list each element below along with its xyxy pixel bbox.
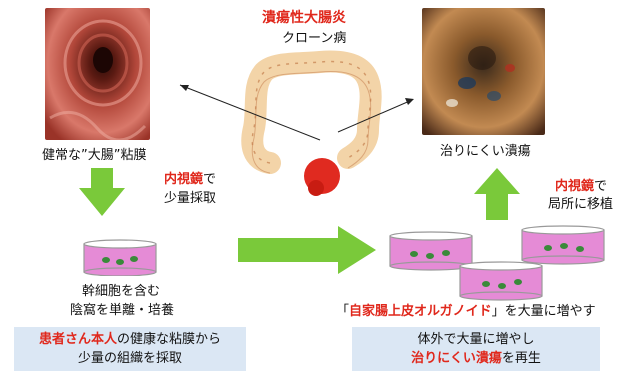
down-arrow [77, 168, 127, 218]
organoid-label-red: 自家腸上皮オルガノイド [349, 304, 492, 319]
endoscope-left-line1: 内視鏡で [164, 171, 216, 188]
summary-right-rest: を再生 [502, 351, 541, 366]
healthy-mucosa-label: 健常な”大腸”粘膜 [42, 147, 146, 164]
organoid-label-pre: 「 [336, 304, 349, 319]
summary-left-rest: の健康な粘膜から [117, 332, 221, 347]
endoscope-right-red: 内視鏡 [555, 179, 594, 194]
summary-right-line2: 治りにくい潰瘍を再生 [352, 350, 600, 367]
organoid-label: 「自家腸上皮オルガノイド」を大量に増やす [336, 303, 596, 320]
endoscope-right-rest: で [594, 179, 607, 194]
summary-right-red: 治りにくい潰瘍 [411, 351, 502, 366]
endoscope-left-line2: 少量採取 [164, 190, 216, 207]
summary-right-line1: 体外で大量に増やし [352, 331, 600, 348]
endoscope-right-line1: 内視鏡で [555, 178, 607, 195]
culture-dish-left [80, 236, 160, 276]
right-arrow [238, 226, 378, 274]
summary-box-right: 体外で大量に増やし 治りにくい潰瘍を再生 [352, 327, 600, 371]
up-arrow [472, 168, 522, 222]
culture-left-line1: 幹細胞を含む [82, 283, 160, 300]
disease-subtitle: クローン病 [282, 30, 346, 47]
culture-left-line2: 陰窩を単離・培養 [70, 302, 174, 319]
summary-box-left: 患者さん本人の健康な粘膜から 少量の組織を採取 [14, 327, 246, 371]
summary-left-red: 患者さん本人 [39, 332, 117, 347]
endoscope-left-red: 内視鏡 [164, 172, 203, 187]
endoscope-right-line2: 局所に移植 [548, 196, 613, 213]
disease-title: 潰瘍性大腸炎 [262, 10, 346, 27]
culture-dish-right-3 [456, 258, 546, 302]
endoscope-left-rest: で [203, 172, 216, 187]
ulcer-label: 治りにくい潰瘍 [440, 143, 531, 160]
summary-left-line1: 患者さん本人の健康な粘膜から [14, 331, 246, 348]
summary-left-line2: 少量の組織を採取 [14, 350, 246, 367]
organoid-label-post: 」を大量に増やす [492, 304, 596, 319]
